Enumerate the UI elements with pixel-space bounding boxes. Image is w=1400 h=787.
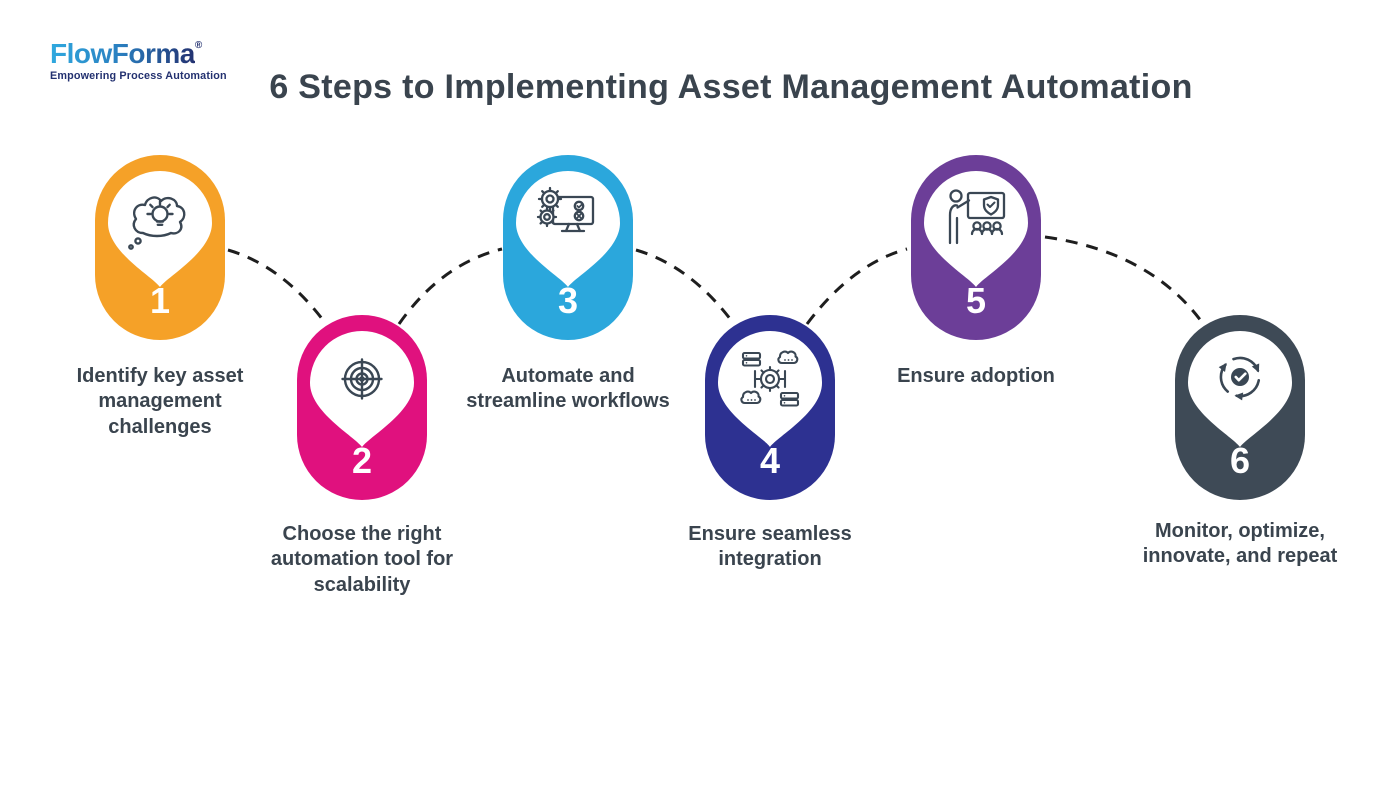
connector-3-4 <box>635 248 736 325</box>
step-pin-1: 1 <box>95 155 225 340</box>
logo-brand-text: FlowForma <box>50 38 195 69</box>
pin-marker-shape <box>108 171 212 287</box>
step-number: 5 <box>966 280 986 321</box>
step-pin-2: 2 <box>297 315 427 500</box>
cloud-glyph <box>777 350 799 365</box>
step-label-6: Monitor, optimize, innovate, and repeat <box>1105 519 1375 570</box>
step-label-4: Ensure seamless integration <box>645 522 895 573</box>
page-title: 6 Steps to Implementing Asset Management… <box>269 68 1193 106</box>
step-pin-4: 4 <box>705 315 835 500</box>
gears-monitor-icon <box>536 186 595 233</box>
step-number: 1 <box>150 280 170 321</box>
integration-icon <box>740 350 800 407</box>
adoption-icon <box>948 189 1006 245</box>
label-line: Automate and <box>501 365 635 387</box>
step-label-3: Automate and streamline workflows <box>428 364 708 415</box>
connector-4-5 <box>805 247 908 325</box>
step-pin-3: 3 <box>503 155 633 340</box>
step-label-1: Identify key asset management challenges <box>35 364 285 440</box>
target-icon <box>341 358 383 400</box>
label-line: automation tool for <box>270 548 454 571</box>
step-number: 2 <box>352 440 372 481</box>
cloud-glyph <box>740 390 762 405</box>
label-line: streamline workflows <box>466 390 670 413</box>
connector-1-2 <box>227 248 328 325</box>
step-number: 4 <box>760 440 780 481</box>
label-line: Ensure adoption <box>897 365 1055 387</box>
label-line: Choose the right <box>282 523 442 545</box>
pin-marker-shape <box>1188 331 1292 447</box>
step-label-2: Choose the right automation tool for sca… <box>237 522 487 598</box>
step-pin-5: 5 <box>911 155 1041 340</box>
label-line: Ensure seamless <box>688 523 852 545</box>
connector-5-6 <box>1044 235 1206 326</box>
label-line: scalability <box>313 573 411 596</box>
logo-tagline: Empowering Process Automation <box>50 70 227 82</box>
step-label-5: Ensure adoption <box>851 364 1101 389</box>
label-line: management <box>98 390 222 413</box>
step-pin-6: 6 <box>1175 315 1305 500</box>
step-number: 6 <box>1230 440 1250 481</box>
cycle-icon <box>1218 356 1261 401</box>
flowforma-logo: FlowForma® Empowering Process Automation <box>50 40 227 82</box>
label-line: Identify key asset <box>76 365 244 387</box>
label-line: integration <box>718 548 822 571</box>
connector-2-3 <box>397 247 503 325</box>
thought-bulb-icon <box>128 196 186 250</box>
step-number: 3 <box>558 280 578 321</box>
label-line: challenges <box>108 415 212 438</box>
registered-mark: ® <box>194 40 203 51</box>
label-line: innovate, and repeat <box>1142 545 1338 568</box>
label-line: Monitor, optimize, <box>1155 520 1325 542</box>
